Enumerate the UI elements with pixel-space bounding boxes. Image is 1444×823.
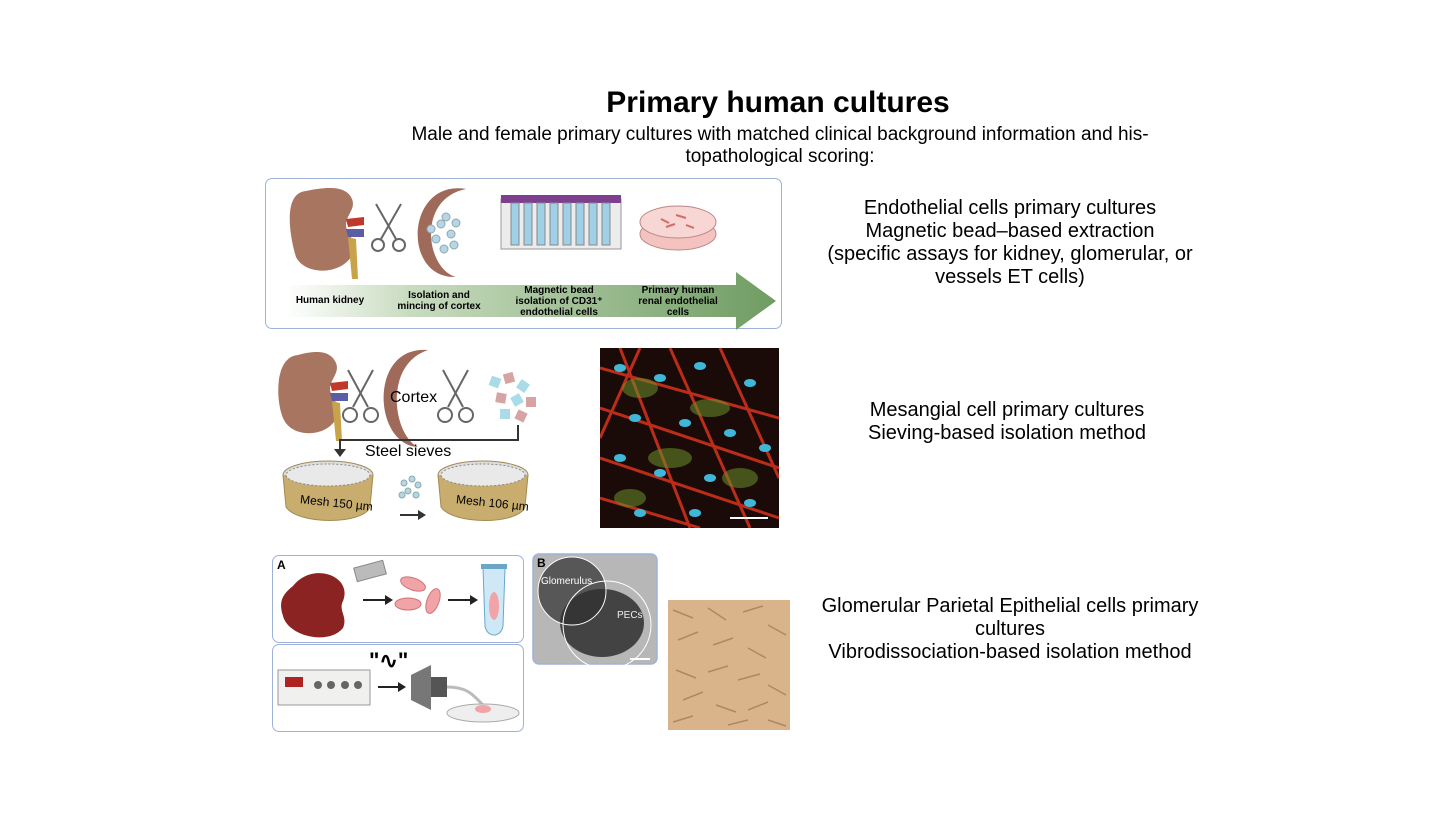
return-arrow [339, 425, 519, 450]
pec-culture-micrograph [668, 600, 790, 730]
sonicator-probe-icon [411, 665, 485, 710]
vibrodissociation-graphic [277, 665, 520, 723]
pec-dissection-graphic [281, 559, 507, 638]
steel-sieves-label: Steel sieves [365, 443, 452, 460]
step-magnetic-bead: Magnetic bead isolation of CD31⁺ endothe… [515, 285, 603, 318]
kidney-icon [278, 352, 348, 441]
glomerulus-micrograph [532, 553, 658, 665]
pec-panel-a-top: A [272, 555, 524, 643]
pec-description: Glomerular Parietal Epithelial cells pri… [800, 595, 1220, 664]
tissue-fragments-icon [488, 371, 536, 423]
sieve-150-icon [282, 460, 374, 521]
arrow-right-icon [378, 682, 406, 692]
razor-blade-icon [353, 559, 387, 583]
petri-dish-icon [446, 703, 520, 723]
cortex-pieces-icon [426, 212, 461, 254]
magnetic-tubes-icon [500, 195, 622, 250]
pecs-label: PECs [617, 610, 643, 621]
page-subtitle: Male and female primary cultures with ma… [411, 124, 1149, 167]
sieve-106-icon [437, 460, 529, 521]
mesangial-description-line: Sieving-based isolation method [868, 422, 1146, 444]
tissue-pieces-icon [394, 576, 441, 614]
mesangial-workflow-graphic [278, 349, 536, 521]
scissors-icon [342, 369, 379, 423]
endothelial-description-line: Endothelial cells primary cultures [863, 197, 1157, 219]
cortex-crescent-icon [383, 349, 428, 447]
panel-b-label: B [537, 556, 546, 570]
arrow-right-icon [448, 595, 478, 605]
endothelial-workflow-panel: Human kidney Isolation and mincing of co… [265, 178, 782, 330]
endothelial-description-line: Magnetic bead–based extraction [865, 220, 1155, 242]
cortex-label: Cortex [390, 389, 438, 406]
pec-description-line: Glomerular Parietal Epithelial cells pri… [821, 595, 1199, 617]
vibration-symbol: "∿" [369, 648, 409, 673]
pec-panel-a-bottom [272, 644, 524, 732]
mesangial-micrograph [600, 348, 779, 528]
scissors-icon [371, 203, 406, 252]
petri-dish-icon [639, 205, 717, 251]
kidney-icon [281, 573, 345, 638]
pec-description-line: Vibrodissociation-based isolation method [828, 641, 1192, 663]
scissors-icon [437, 369, 474, 423]
kidney-icon [289, 188, 364, 279]
arrow-right-icon [400, 510, 426, 520]
endothelial-workflow-graphic [286, 188, 776, 330]
arrow-right-icon [363, 595, 393, 605]
cortex-crescent-icon [417, 188, 466, 278]
endothelial-description-line: vessels ET cells) [935, 266, 1085, 288]
glomerulus-label: Glomerulus [541, 576, 593, 587]
pec-description-line: cultures [974, 618, 1046, 640]
step-human-kidney: Human kidney [295, 295, 365, 306]
vibrodissociation-device-icon [277, 669, 371, 706]
workflow-arrow [286, 272, 776, 330]
cortex-pieces-icon [398, 475, 422, 499]
mesangial-description: Mesangial cell primary cultures Sieving-… [797, 399, 1217, 445]
endothelial-description: Endothelial cells primary cultures Magne… [800, 197, 1220, 289]
step-isolation-mincing: Isolation and mincing of cortex [397, 290, 481, 312]
endothelial-description-line: (specific assays for kidney, glomerular,… [827, 243, 1193, 265]
panel-a-label: A [277, 558, 286, 572]
tube-icon [481, 564, 507, 636]
page-title: Primary human cultures [606, 86, 950, 119]
step-primary-cells: Primary human renal endothelial cells [638, 285, 718, 318]
mesangial-description-line: Mesangial cell primary cultures [869, 399, 1145, 421]
